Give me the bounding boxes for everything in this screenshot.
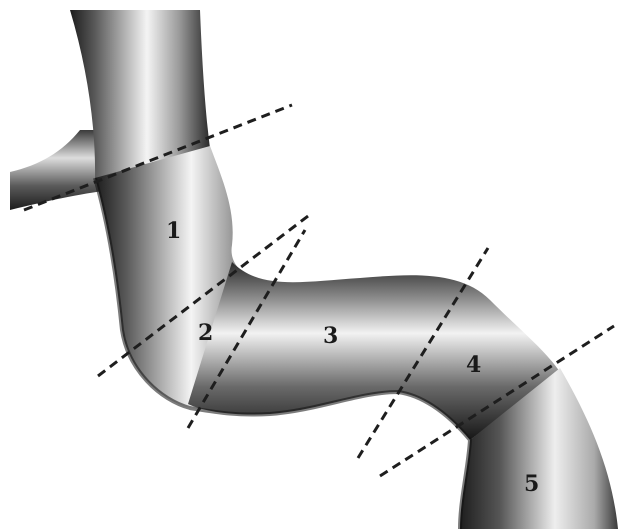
segment-label-1: 1 (166, 218, 181, 244)
segment-label-5: 5 (524, 471, 539, 497)
segment-label-2: 2 (198, 320, 213, 346)
segment-label-4: 4 (466, 352, 481, 378)
segment-label-3: 3 (323, 323, 338, 349)
